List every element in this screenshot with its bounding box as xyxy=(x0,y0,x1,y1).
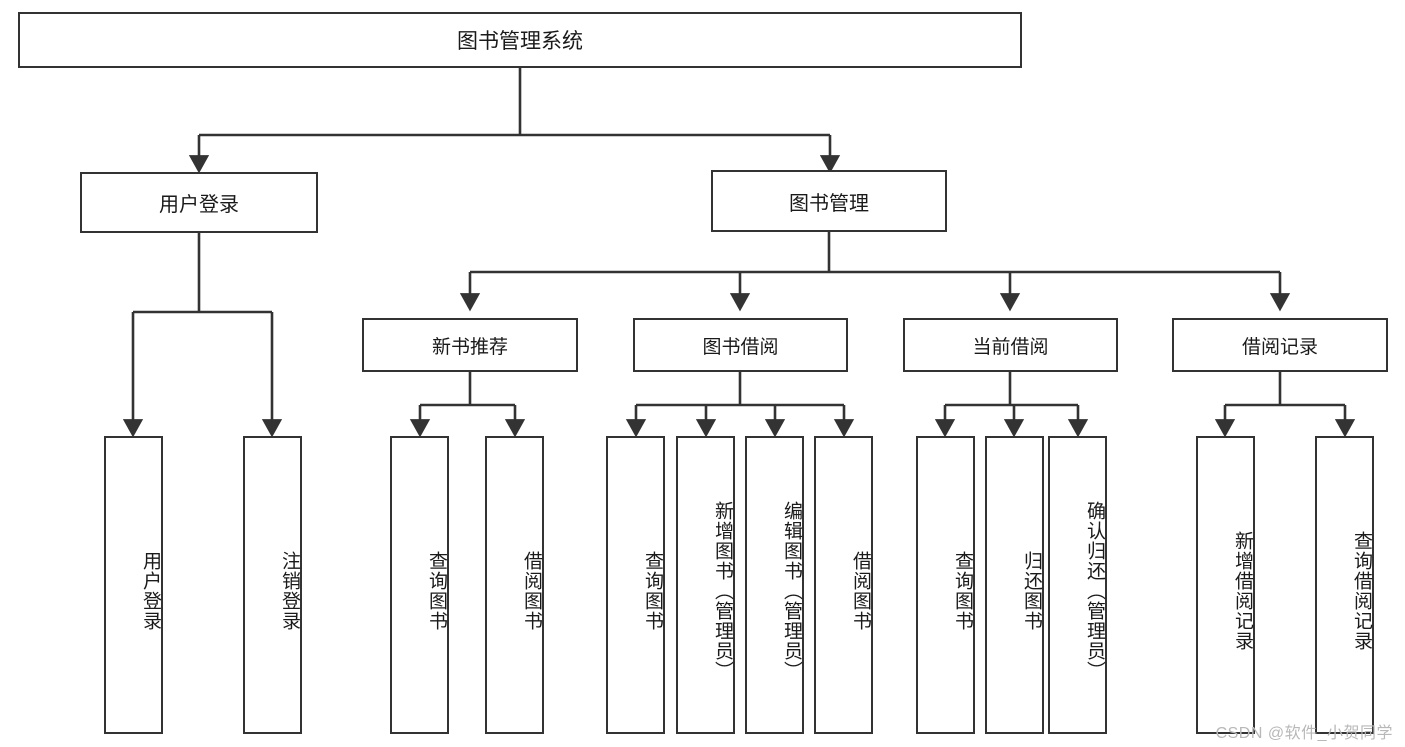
leaf-new-book-borrow[interactable]: 借阅图书 xyxy=(485,436,544,734)
node-current-borrow[interactable]: 当前借阅 xyxy=(903,318,1118,372)
node-label: 编辑图书（管理员） xyxy=(781,501,802,681)
node-book-borrow[interactable]: 图书借阅 xyxy=(633,318,848,372)
leaf-record-query[interactable]: 查询借阅记录 xyxy=(1315,436,1374,734)
node-borrow-record[interactable]: 借阅记录 xyxy=(1172,318,1388,372)
node-label: 新书推荐 xyxy=(431,336,508,358)
leaf-current-confirm-return[interactable]: 确认归还（管理员） xyxy=(1048,436,1107,734)
node-label: 注销登录 xyxy=(279,551,300,631)
leaf-current-query-book[interactable]: 查询图书 xyxy=(916,436,975,734)
node-label: 归还图书 xyxy=(1021,551,1042,631)
node-label: 图书借阅 xyxy=(702,336,779,358)
node-label: 查询图书 xyxy=(642,551,663,631)
node-label: 借阅图书 xyxy=(850,551,871,631)
leaf-record-add[interactable]: 新增借阅记录 xyxy=(1196,436,1255,734)
leaf-borrow-borrow-book[interactable]: 借阅图书 xyxy=(814,436,873,734)
node-new-book-recommend[interactable]: 新书推荐 xyxy=(362,318,578,372)
node-root-library-system[interactable]: 图书管理系统 xyxy=(18,12,1022,68)
leaf-new-book-query[interactable]: 查询图书 xyxy=(390,436,449,734)
node-label: 查询借阅记录 xyxy=(1351,531,1372,651)
node-user-login[interactable]: 用户登录 xyxy=(80,172,318,233)
node-label: 新增借阅记录 xyxy=(1232,531,1253,651)
leaf-borrow-query-book[interactable]: 查询图书 xyxy=(606,436,665,734)
node-label: 查询图书 xyxy=(952,551,973,631)
node-label: 当前借阅 xyxy=(972,336,1049,358)
node-label: 借阅图书 xyxy=(521,551,542,631)
leaf-user-login-signout[interactable]: 注销登录 xyxy=(243,436,302,734)
node-label: 新增图书（管理员） xyxy=(712,501,733,681)
node-label: 借阅记录 xyxy=(1241,336,1318,358)
node-label: 确认归还（管理员） xyxy=(1084,501,1105,681)
node-label: 用户登录 xyxy=(140,551,161,631)
leaf-borrow-add-book[interactable]: 新增图书（管理员） xyxy=(676,436,735,734)
node-label: 图书管理系统 xyxy=(457,30,583,53)
watermark: CSDN @软件_小贺同学 xyxy=(1215,725,1393,742)
leaf-user-login-signin[interactable]: 用户登录 xyxy=(104,436,163,734)
node-label: 用户登录 xyxy=(159,194,239,216)
node-label: 查询图书 xyxy=(426,551,447,631)
leaf-borrow-edit-book[interactable]: 编辑图书（管理员） xyxy=(745,436,804,734)
node-label: 图书管理 xyxy=(789,192,869,215)
leaf-current-return-book[interactable]: 归还图书 xyxy=(985,436,1044,734)
node-book-management[interactable]: 图书管理 xyxy=(711,170,947,232)
